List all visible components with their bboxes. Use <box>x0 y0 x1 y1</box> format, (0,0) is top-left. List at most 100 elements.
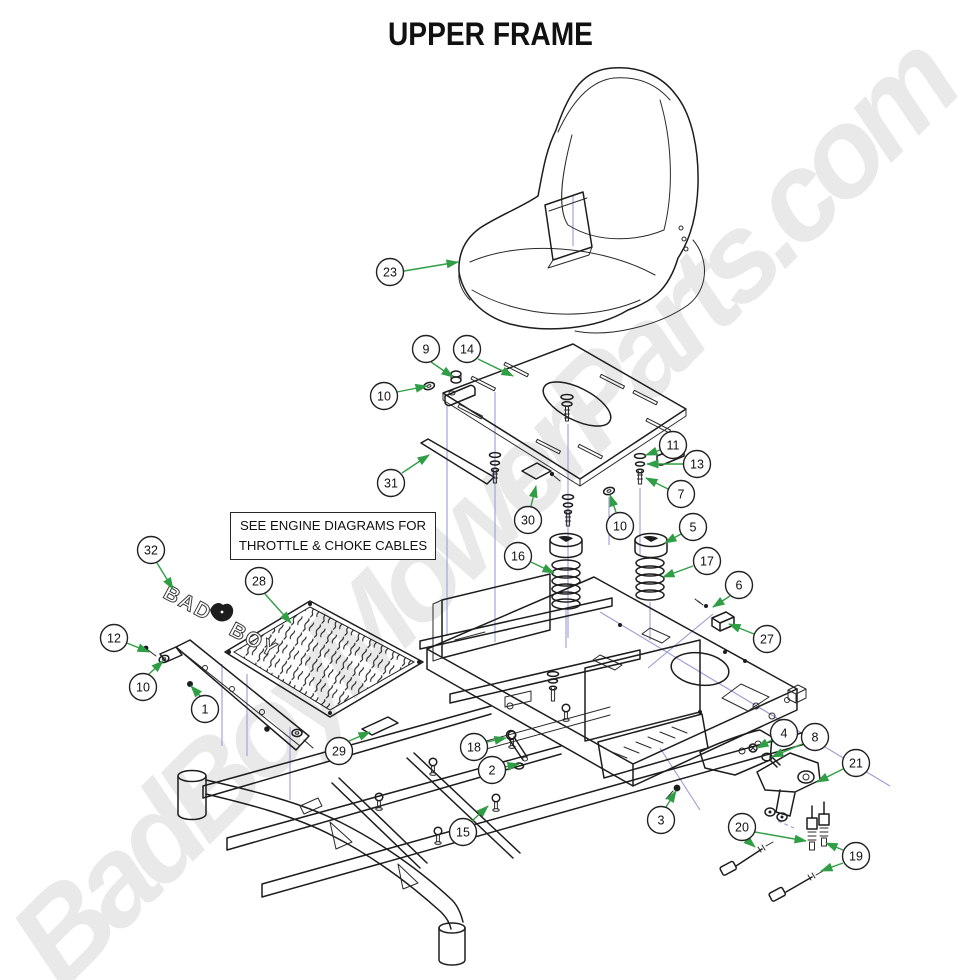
cable-clamp <box>694 598 735 632</box>
callout-11: 11 <box>645 430 688 460</box>
callout-number: 10 <box>377 390 391 404</box>
callout-number: 31 <box>384 477 398 491</box>
callout-circle <box>99 623 129 653</box>
callout-number: 16 <box>511 550 525 564</box>
callout-13: 13 <box>646 449 712 479</box>
callout-circle <box>841 748 871 778</box>
lower-frame-rails <box>202 703 806 898</box>
callout-circle <box>646 805 676 835</box>
seat-illustration <box>458 67 705 334</box>
callout-number: 11 <box>667 439 680 453</box>
callout-circle <box>411 334 441 364</box>
callout-18: 18 <box>459 732 507 762</box>
callout-circle <box>769 718 799 748</box>
callout-circle <box>503 541 533 571</box>
callout-5: 5 <box>664 512 708 544</box>
callout-4: 4 <box>756 718 799 749</box>
callout-circle <box>369 381 399 411</box>
callout-number: 1 <box>202 703 209 717</box>
page-title: UPPER FRAME <box>387 16 593 52</box>
callout-number: 10 <box>613 520 627 534</box>
callout-number: 4 <box>781 727 788 741</box>
callout-8: 8 <box>771 722 830 758</box>
callout-23: 23 <box>375 257 459 287</box>
callout-arrow <box>401 454 430 474</box>
callout-arrow <box>477 358 514 377</box>
note-line-2: THROTTLE & CHOKE CABLES <box>238 537 428 553</box>
callout-14: 14 <box>452 334 514 377</box>
callout-20: 20 <box>727 812 807 848</box>
callout-arrow <box>190 685 203 698</box>
callout-number: 21 <box>849 757 863 771</box>
callout-circle <box>678 512 708 542</box>
callout-circle <box>376 468 406 498</box>
callout-number: 18 <box>467 741 481 755</box>
callout-arrow <box>816 768 844 783</box>
callout-circle <box>190 694 220 724</box>
callout-arrow <box>504 762 520 771</box>
callout-27: 27 <box>728 623 782 654</box>
callout-circle <box>448 817 478 847</box>
callout-number: 12 <box>107 632 121 646</box>
callout-circle <box>692 546 722 576</box>
callout-31: 31 <box>376 454 430 498</box>
callout-3: 3 <box>646 790 677 835</box>
callout-number: 9 <box>423 343 430 357</box>
callout-circle <box>136 535 166 565</box>
callout-number: 6 <box>736 579 743 593</box>
callout-arrow <box>156 562 174 590</box>
callout-arrow <box>665 790 677 808</box>
cable-end-fittings <box>806 801 830 851</box>
callout-2: 2 <box>477 755 520 785</box>
callout-arrow <box>148 660 164 675</box>
callout-29: 29 <box>324 731 371 766</box>
callout-arrow <box>662 565 694 578</box>
callout-1: 1 <box>190 685 220 724</box>
callout-number: 19 <box>849 850 863 864</box>
seat-plate <box>442 343 687 487</box>
callout-arrow <box>645 446 661 456</box>
callout-21: 21 <box>816 748 871 783</box>
callout-circle <box>800 722 830 752</box>
callout-number: 17 <box>700 555 714 569</box>
callout-16: 16 <box>503 541 555 574</box>
callout-arrow <box>264 593 292 624</box>
cable-upper <box>719 841 774 876</box>
callout-arrow <box>664 533 682 544</box>
callout-number: 23 <box>383 266 397 280</box>
callout-circle <box>682 449 712 479</box>
callout-circle <box>375 257 405 287</box>
callout-arrow <box>430 361 454 378</box>
callout-arrow <box>771 743 803 758</box>
callout-arrow <box>756 738 773 749</box>
callout-arrow <box>471 805 489 822</box>
hitch-pin <box>505 729 528 770</box>
callout-arrow <box>712 595 731 608</box>
callout-number: 30 <box>521 514 535 528</box>
callout-28: 28 <box>244 566 292 624</box>
callout-circle <box>658 430 688 460</box>
spring-isolator-left <box>549 532 583 610</box>
callout-17: 17 <box>662 546 722 578</box>
callout-arrow <box>825 842 844 852</box>
floor-pan <box>224 600 424 718</box>
callout-circle <box>459 732 489 762</box>
callout-arrow <box>396 383 428 393</box>
engine-cable-note: SEE ENGINE DIAGRAMS FOR THROTTLE & CHOKE… <box>230 512 436 560</box>
callout-number: 5 <box>690 521 697 535</box>
callout-10: 10 <box>369 381 428 411</box>
callout-10: 10 <box>128 660 164 702</box>
support-strap <box>420 438 495 485</box>
callout-number: 27 <box>760 633 774 647</box>
callout-arrow <box>486 735 507 745</box>
watermark-text: BadBoyMowerParts.com <box>0 8 980 980</box>
left-mount-bar <box>159 639 310 751</box>
note-line-1: SEE ENGINE DIAGRAMS FOR <box>239 518 427 533</box>
callout-circle <box>244 566 274 596</box>
callout-circle <box>724 570 754 600</box>
callout-number: 32 <box>144 544 158 558</box>
callout-arrow <box>126 642 150 653</box>
callout-arrow <box>820 862 844 872</box>
